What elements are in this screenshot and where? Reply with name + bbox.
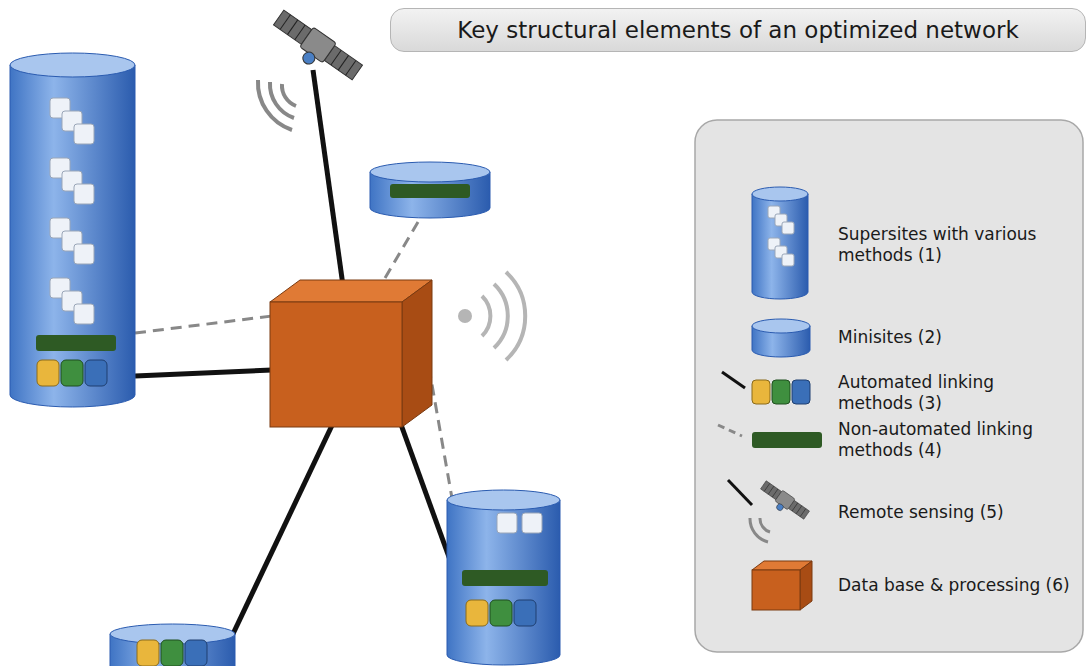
legend-panel — [695, 120, 1083, 652]
minisite-cylinder — [370, 162, 490, 218]
title-text: Key structural elements of an optimized … — [457, 17, 1019, 43]
database-cube — [270, 280, 432, 427]
minisite-cylinder — [110, 624, 235, 666]
legend-label: Automated linking methods (3) — [838, 372, 1074, 415]
legend-label: Non-automated linking methods (4) — [838, 419, 1074, 462]
link-lines — [135, 70, 470, 636]
legend-label: Remote sensing (5) — [838, 502, 1074, 523]
title-banner: Key structural elements of an optimized … — [390, 8, 1086, 52]
supersite-cylinder — [447, 490, 560, 665]
supersite-cylinder — [10, 53, 135, 407]
satellite — [258, 8, 364, 130]
legend-label: Minisites (2) — [838, 327, 1074, 348]
legend-label: Data base & processing (6) — [838, 575, 1074, 596]
wireless-signal — [458, 272, 525, 360]
legend-label: Supersites with various methods (1) — [838, 224, 1074, 267]
